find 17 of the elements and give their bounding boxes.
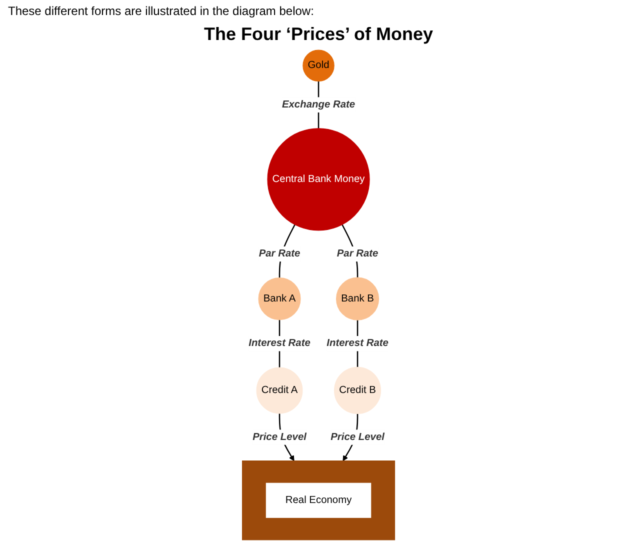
edge-label: Interest Rate xyxy=(326,338,388,349)
cluster xyxy=(242,460,396,540)
edge-label: Par Rate xyxy=(336,248,378,260)
node-circle: Gold xyxy=(302,50,334,82)
edge-label: Price Level xyxy=(252,432,306,442)
node-circle: Credit B xyxy=(334,366,382,414)
edge-label: Price Level xyxy=(330,432,384,442)
intro-sentence: These different forms are illustrated in the diagram below: xyxy=(8,4,315,18)
edge-label: Interest Rate xyxy=(248,338,310,349)
node-circle: Credit A xyxy=(256,367,303,414)
diagram-title: The Four ‘Prices’ of Money xyxy=(202,24,434,45)
node-box: Real Economy xyxy=(266,482,372,518)
node-circle: Bank A xyxy=(258,278,301,320)
edge-label: Par Rate xyxy=(258,248,300,260)
edge-label: Exchange Rate xyxy=(282,99,356,110)
node-circle: Central Bank Money xyxy=(267,128,370,231)
node-circle: Bank B xyxy=(336,277,380,320)
